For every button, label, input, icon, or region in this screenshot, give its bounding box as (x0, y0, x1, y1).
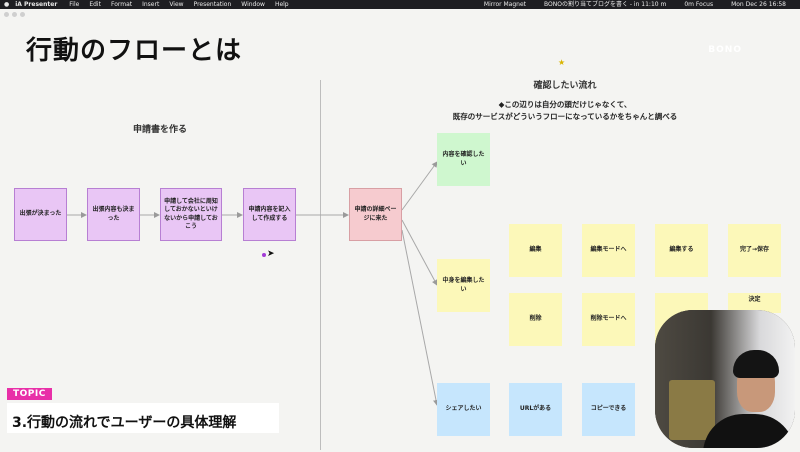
menu-insert[interactable]: Insert (142, 1, 160, 8)
sticky-want-share[interactable]: シェアしたい (437, 383, 490, 436)
menu-window[interactable]: Window (241, 1, 265, 8)
app-menu[interactable]: iA Presenter (15, 1, 58, 8)
menu-format[interactable]: Format (110, 1, 133, 8)
sticky-travel-decided[interactable]: 出張が決まった (14, 188, 67, 241)
sticky-edit[interactable]: 編集 (509, 224, 562, 277)
reminder-item[interactable]: BONOの割り当てブログを書く - in 11:10 m (544, 1, 667, 8)
close-window-button[interactable] (4, 12, 9, 17)
webcam-overlay (655, 310, 795, 448)
sticky-detail-page[interactable]: 申請の詳細ページに来た (349, 188, 402, 241)
note-line-1: ◆この辺りは自分の頭だけじゃなくて、 (498, 100, 632, 109)
sticky-decide[interactable]: 決定 (728, 293, 781, 313)
right-section-heading: 確認したい流れ (533, 81, 597, 91)
sticky-has-url[interactable]: URLがある (509, 383, 562, 436)
focus-timer-item[interactable]: 0m Focus (684, 1, 714, 8)
topic-text: 3.行動の流れでユーザーの具体理解 (12, 415, 237, 431)
menu-presentation[interactable]: Presentation (193, 1, 232, 8)
topic-tag: TOPIC (7, 388, 52, 400)
presenter-hair (733, 350, 779, 378)
sticky-edit-mode[interactable]: 編集モードへ (582, 224, 635, 277)
sticky-confirm-content[interactable]: 内容を確認したい (437, 133, 490, 186)
sticker-icon: ★ (558, 58, 566, 67)
menu-file[interactable]: File (69, 1, 80, 8)
mouse-cursor-icon: ➤ (267, 249, 275, 259)
left-section-heading: 申請書を作る (132, 125, 187, 135)
webcam-painting (669, 380, 715, 440)
menu-bar: ● iA Presenter File Edit Format Insert V… (0, 0, 800, 9)
sticky-delete[interactable]: 削除 (509, 293, 562, 346)
topic-banner (7, 403, 279, 433)
sticky-can-copy[interactable]: コピーできる (582, 383, 635, 436)
apple-icon[interactable]: ● (4, 1, 10, 8)
sticky-edit-content[interactable]: 中身を編集したい (437, 259, 490, 312)
sticky-fill-application[interactable]: 申請内容を記入して作成する (243, 188, 296, 241)
menu-help[interactable]: Help (274, 1, 289, 8)
minimize-window-button[interactable] (12, 12, 17, 17)
status-area: Mirror Magnet BONOの割り当てブログを書く - in 11:10… (476, 0, 796, 9)
mirror-magnet-item[interactable]: Mirror Magnet (483, 1, 526, 8)
clock[interactable]: Mon Dec 26 16:58 (731, 1, 786, 8)
menu-edit[interactable]: Edit (89, 1, 101, 8)
zoom-window-button[interactable] (20, 12, 25, 17)
selection-dot (262, 253, 266, 257)
sticky-travel-details-decided[interactable]: 出張内容も決まった (87, 188, 140, 241)
slide-title: 行動のフローとは (26, 36, 243, 66)
sticky-complete-save[interactable]: 完了→保存 (728, 224, 781, 277)
sticky-need-to-apply[interactable]: 申請して会社に周知しておかないといけないから申請しておこう (160, 188, 222, 241)
menu-view[interactable]: View (169, 1, 184, 8)
sticky-do-edit[interactable]: 編集する (655, 224, 708, 277)
brand-logo: BONO (708, 45, 742, 55)
sticky-delete-mode[interactable]: 削除モードへ (582, 293, 635, 346)
note-line-2: 既存のサービスがどういうフローになっているかをちゃんと調べる (452, 112, 678, 121)
section-divider (320, 80, 321, 450)
window-controls (4, 12, 28, 17)
